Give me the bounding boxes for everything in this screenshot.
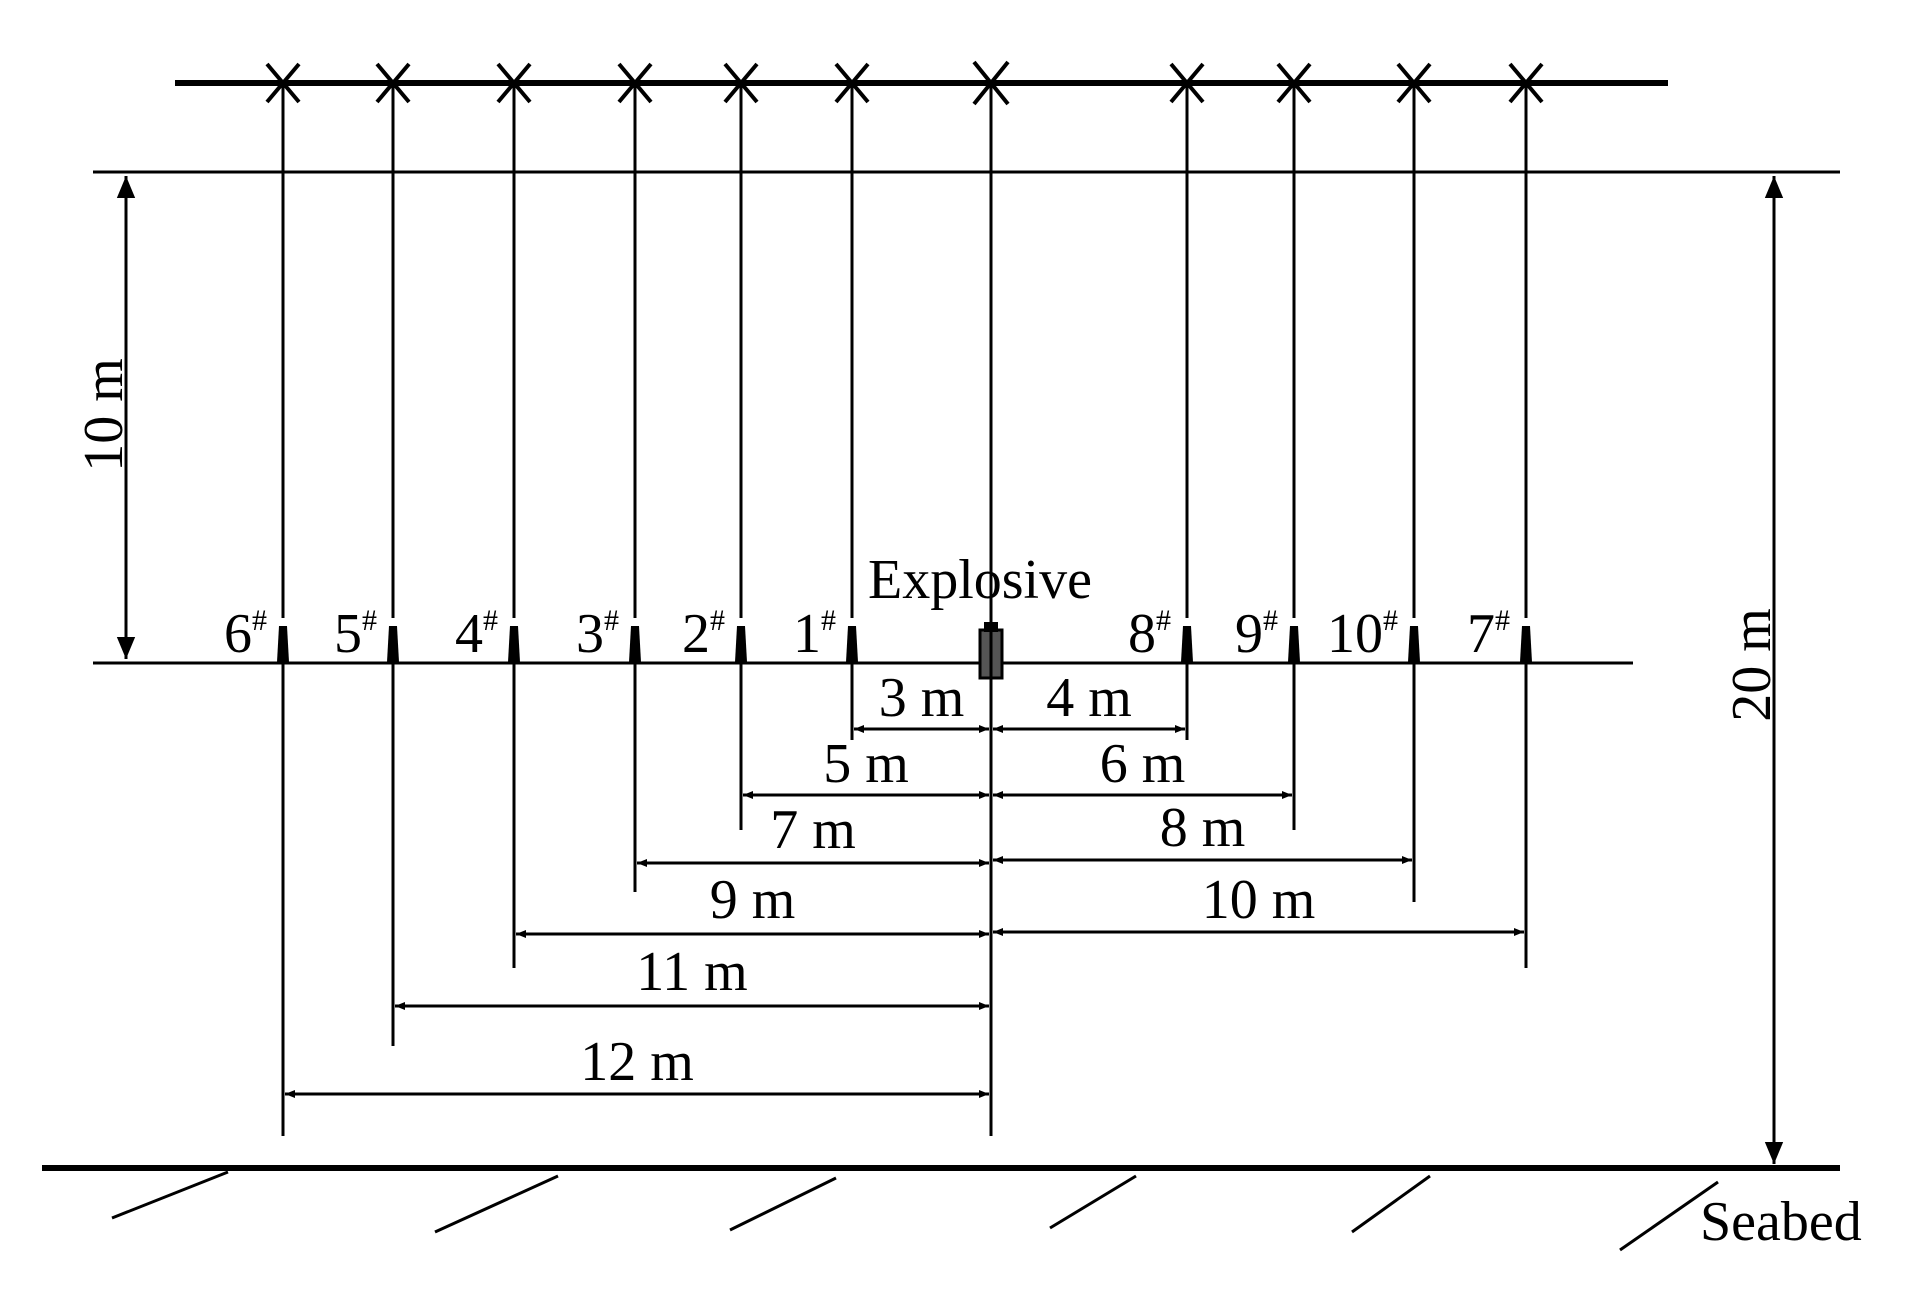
sensor-label-6: 6# [224,603,267,665]
pressure-sensor-icon [1520,626,1532,662]
float-marker-9 [1276,62,1312,104]
float-marker-6 [265,62,301,104]
distance-label-1: 3 m [879,667,965,729]
pressure-sensor-icon [508,626,520,662]
distance-label-4: 9 m [710,869,796,931]
sensor-label-1: 1# [793,603,836,665]
sensor-label-2: 2# [682,603,725,665]
depth-10m-label: 10 m [73,358,135,472]
sensor-label-3: 3# [576,603,619,665]
sensor-group: 6# 5# 4# 3# 2# 1# 8# 9# 10# 7# [224,62,1544,1136]
pressure-sensor-icon [1408,626,1420,662]
distance-label-7: 10 m [1202,869,1316,931]
float-marker-1 [834,62,870,104]
sensor-label-4: 4# [455,603,498,665]
sensor-label-7: 7# [1467,603,1510,665]
distance-label-5: 11 m [636,941,747,1003]
pressure-sensor-icon [735,626,747,662]
float-marker-7 [1508,62,1544,104]
sensor-label-5: 5# [334,603,377,665]
float-marker-5 [375,62,411,104]
distance-label-10: 8 m [1160,797,1246,859]
float-marker-8 [1169,62,1205,104]
float-marker-explosive [972,60,1010,106]
explosive-label: Explosive [868,549,1092,611]
float-marker-4 [496,62,532,104]
pressure-sensor-icon [1288,626,1300,662]
sensor-label-10: 10# [1327,603,1398,665]
float-marker-3 [617,62,653,104]
distance-label-9: 6 m [1100,733,1186,795]
distance-label-8: 4 m [1046,667,1132,729]
sensor-label-8: 8# [1128,603,1171,665]
pressure-sensor-icon [1181,626,1193,662]
pressure-sensor-icon [387,626,399,662]
depth-20m-label: 20 m [1721,608,1783,722]
pressure-sensor-icon [629,626,641,662]
distance-label-2: 5 m [823,733,909,795]
float-marker-2 [723,62,759,104]
sensor-label-9: 9# [1235,603,1278,665]
seabed-hatching [111,1170,1719,1252]
distance-label-6: 12 m [580,1031,694,1093]
pressure-sensor-icon [277,626,289,662]
pressure-sensor-icon [846,626,858,662]
seabed-label: Seabed [1700,1191,1862,1253]
distance-label-3: 7 m [770,799,856,861]
float-marker-10 [1396,62,1432,104]
distance-dimension-group: 12 m 11 m 9 m 7 m5 m3 m 4 m6 m8 m 10 m [285,667,1524,1098]
